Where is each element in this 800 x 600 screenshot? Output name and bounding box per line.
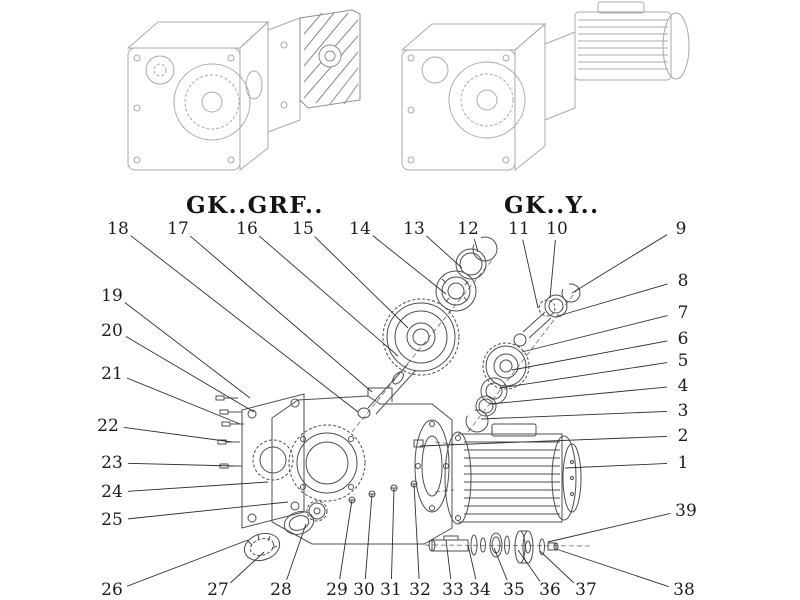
part-number-label-17: 17 xyxy=(167,219,189,239)
gearbox-housing xyxy=(271,387,453,545)
leader-line-24 xyxy=(127,481,269,492)
part-number-label-29: 29 xyxy=(326,580,348,600)
part-number-label-21: 21 xyxy=(101,364,123,384)
leader-line-32 xyxy=(413,483,420,580)
part-number-label-14: 14 xyxy=(349,219,371,239)
leader-line-36 xyxy=(517,549,541,582)
part-number-label-24: 24 xyxy=(101,482,123,502)
leader-line-15 xyxy=(314,236,409,329)
part-number-label-1: 1 xyxy=(678,453,689,473)
part-number-label-11: 11 xyxy=(508,219,530,239)
pinion-gear-stack xyxy=(465,283,581,433)
part-number-label-36: 36 xyxy=(539,580,561,600)
part-number-label-23: 23 xyxy=(101,453,123,473)
variant-title-gk-grf: GK..GRF.. xyxy=(186,192,324,219)
part-number-label-32: 32 xyxy=(409,580,431,600)
variant-title-gk-y: GK..Y.. xyxy=(504,192,600,219)
part-number-label-31: 31 xyxy=(380,580,402,600)
leader-line-19 xyxy=(124,302,251,399)
leader-line-5 xyxy=(499,362,668,389)
leader-line-12 xyxy=(473,238,479,253)
part-number-label-19: 19 xyxy=(101,286,123,306)
part-number-label-6: 6 xyxy=(678,329,689,349)
part-number-label-8: 8 xyxy=(678,271,689,291)
part-number-label-2: 2 xyxy=(678,426,689,446)
part-number-label-30: 30 xyxy=(353,580,375,600)
part-number-label-9: 9 xyxy=(676,219,687,239)
part-number-label-20: 20 xyxy=(101,321,123,341)
leader-line-8 xyxy=(557,283,668,317)
leader-line-17 xyxy=(189,235,373,393)
part-number-label-22: 22 xyxy=(97,416,119,436)
part-number-label-5: 5 xyxy=(678,351,689,371)
motor-drawing xyxy=(574,1,690,81)
leader-line-6 xyxy=(511,340,668,371)
output-shaft-assembly xyxy=(428,530,559,564)
leader-line-23 xyxy=(127,462,235,467)
leader-line-35 xyxy=(493,547,508,581)
part-number-label-26: 26 xyxy=(101,580,123,600)
part-number-label-25: 25 xyxy=(101,510,123,530)
leader-line-28 xyxy=(286,523,307,580)
leader-line-38 xyxy=(555,548,669,588)
part-number-label-13: 13 xyxy=(403,219,425,239)
part-number-label-15: 15 xyxy=(292,219,314,239)
leader-line-30 xyxy=(364,493,373,580)
input-gear-stack xyxy=(357,236,498,419)
leader-line-9 xyxy=(571,234,668,294)
leader-line-22 xyxy=(123,426,233,443)
leader-line-10 xyxy=(549,239,556,299)
part-number-label-37: 37 xyxy=(575,580,597,600)
part-number-label-7: 7 xyxy=(678,303,689,323)
part-number-label-18: 18 xyxy=(107,219,129,239)
part-number-label-34: 34 xyxy=(469,580,491,600)
input-cover-hatched-block xyxy=(299,9,361,109)
leader-line-18 xyxy=(130,235,359,413)
part-number-label-16: 16 xyxy=(236,219,258,239)
gearbox-drawing-gk-grf xyxy=(126,9,361,172)
leader-line-26 xyxy=(126,539,249,587)
leader-line-16 xyxy=(258,235,399,357)
leader-line-39 xyxy=(547,512,671,543)
leader-line-4 xyxy=(489,386,668,405)
leader-line-1 xyxy=(564,463,668,469)
exploded-motor xyxy=(444,423,582,525)
part-number-label-33: 33 xyxy=(442,580,464,600)
leader-line-31 xyxy=(391,487,395,580)
cover-bolts xyxy=(215,395,244,469)
part-number-label-28: 28 xyxy=(270,580,292,600)
gearbox-drawing-gk-y xyxy=(400,1,690,172)
leader-line-21 xyxy=(126,377,241,425)
leader-line-20 xyxy=(125,336,255,413)
part-number-label-38: 38 xyxy=(673,580,695,600)
leader-line-34 xyxy=(467,544,477,580)
leader-line-27 xyxy=(230,551,265,584)
leader-line-37 xyxy=(539,550,575,584)
leader-line-3 xyxy=(480,410,668,420)
leader-line-11 xyxy=(522,239,539,309)
leader-line-2 xyxy=(419,435,668,447)
vent-plug xyxy=(413,439,424,448)
part-number-label-12: 12 xyxy=(457,219,479,239)
part-number-label-35: 35 xyxy=(503,580,525,600)
part-number-label-39: 39 xyxy=(675,501,697,521)
part-number-label-10: 10 xyxy=(546,219,568,239)
leader-line-14 xyxy=(372,235,447,295)
leader-line-13 xyxy=(426,235,463,269)
leader-line-33 xyxy=(445,539,452,580)
leader-line-7 xyxy=(521,315,668,353)
leader-line-25 xyxy=(127,501,289,520)
part-number-label-4: 4 xyxy=(678,376,689,396)
leader-line-29 xyxy=(339,499,353,580)
part-number-label-3: 3 xyxy=(678,401,689,421)
part-number-label-27: 27 xyxy=(207,580,229,600)
